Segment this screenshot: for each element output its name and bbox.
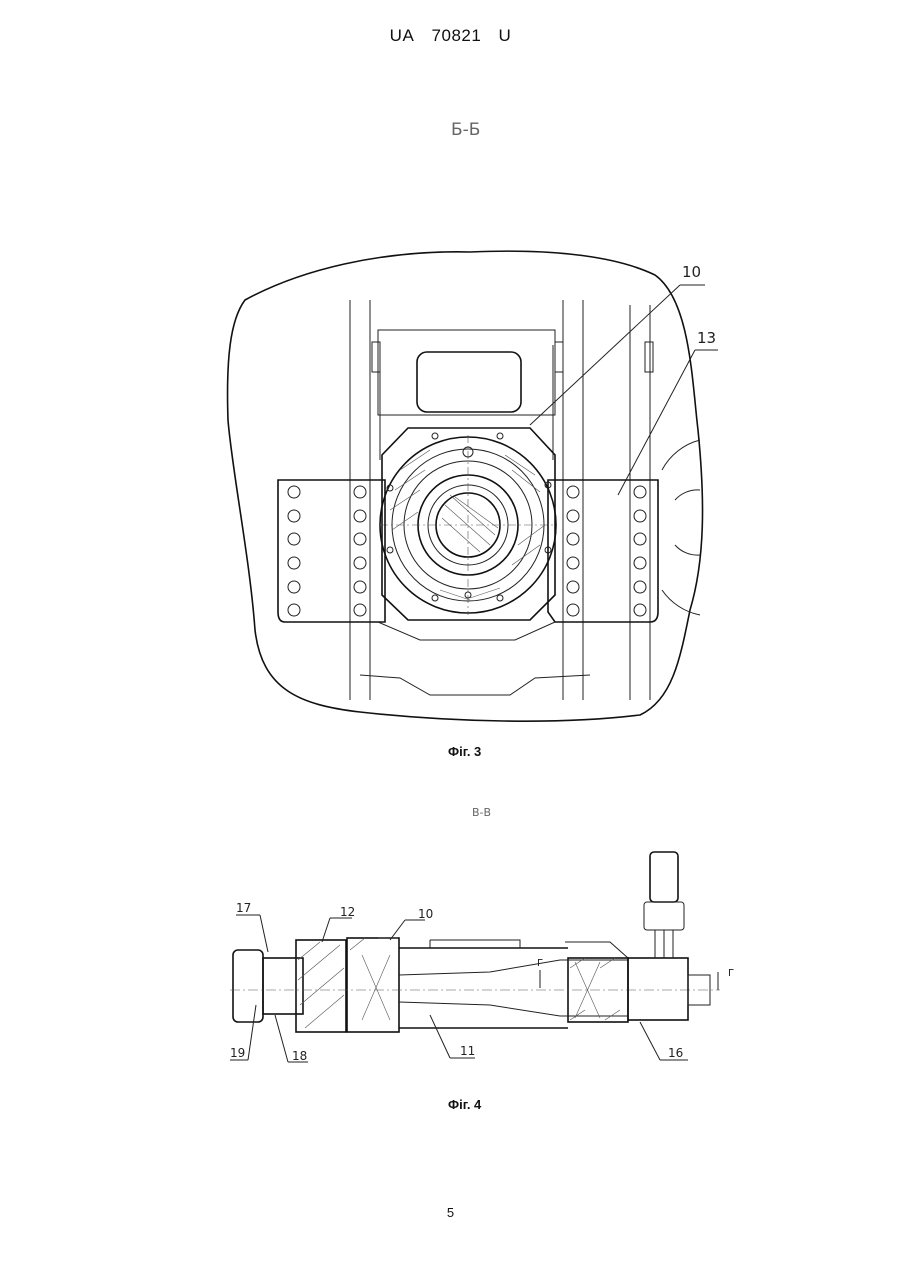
fig4-section-label: В-В <box>472 806 491 819</box>
fig4-drawing: Г Г 17 12 10 19 18 11 16 <box>0 830 901 1130</box>
fig3-right-plate <box>548 480 658 622</box>
fig4-callout-10: 10 <box>418 907 433 921</box>
fig3-drawing: 10 13 <box>0 0 901 740</box>
fig3-callout-13: 13 <box>697 329 716 347</box>
fig4-callout-19: 19 <box>230 1046 245 1060</box>
fig3-breakout-outline <box>228 251 703 721</box>
fig3-window <box>417 352 521 412</box>
fig4-motor <box>650 852 678 902</box>
fig4-bearing-left <box>347 938 399 1032</box>
fig4-section-mark-left: Г <box>537 958 543 969</box>
page-number: 5 <box>0 1205 901 1220</box>
fig4-callout-12: 12 <box>340 905 355 919</box>
fig4-callout-11: 11 <box>460 1044 475 1058</box>
fig4-callout-17: 17 <box>236 901 251 915</box>
fig4-end-cover <box>233 950 263 1022</box>
fig3-left-plate <box>278 480 385 622</box>
fig4-callout-16: 16 <box>668 1046 683 1060</box>
fig4-gearbox <box>628 958 688 1020</box>
fig4-section-mark-right: Г <box>728 968 734 979</box>
fig4-caption: Фіг. 4 <box>448 1097 481 1112</box>
fig3-caption: Фіг. 3 <box>448 744 481 759</box>
fig3-callout-10: 10 <box>682 263 701 281</box>
fig4-callout-18: 18 <box>292 1049 307 1063</box>
